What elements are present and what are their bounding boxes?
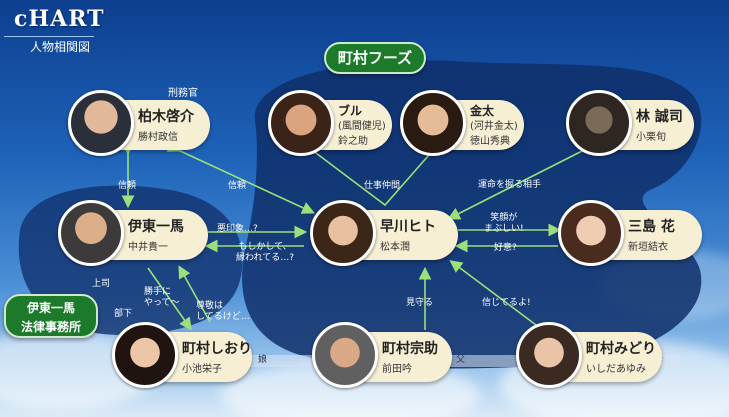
label-trust-2: 信頼	[228, 181, 247, 191]
label-selfish-2: やって〜	[144, 298, 180, 308]
arrow-midori-hayakawa	[449, 260, 541, 329]
label-believe: 信じてるよ!	[482, 298, 531, 308]
midori-photo	[516, 322, 582, 388]
shiori-actor: 小池栄子	[182, 364, 222, 375]
kashiwagi-actor: 勝村政信	[138, 132, 178, 143]
label-respect: 尊敬は してるけど…	[196, 301, 250, 323]
buru-name: ブル	[338, 104, 363, 118]
person-shiori[interactable]: 町村しおり 小池栄子	[112, 322, 252, 388]
office-label-line2: 法律事務所	[20, 320, 81, 334]
person-mishima[interactable]: 三島 花 新垣結衣	[558, 200, 702, 266]
mishima-name: 三島 花	[628, 219, 675, 235]
mishima-photo	[558, 200, 624, 266]
chart-subtitle: 人物相関図	[30, 40, 91, 54]
arrow-colleagues	[307, 146, 437, 207]
buru-name-sub: (風間健児)	[338, 121, 386, 132]
label-respect-2: してるけど…	[196, 312, 250, 322]
person-kashiwagi[interactable]: 柏木啓介 勝村政信	[68, 90, 210, 156]
person-sosuke[interactable]: 町村宗助 前田吟	[312, 322, 452, 388]
hayakawa-photo	[310, 200, 376, 266]
hayashi-photo	[566, 90, 632, 156]
hayakawa-name: 早川ヒト	[380, 219, 436, 235]
shiori-name: 町村しおり	[182, 341, 252, 357]
label-daughter: 娘	[258, 355, 268, 365]
label-smile-2: まぶしい!	[484, 224, 524, 234]
chart-title: cHART	[14, 6, 105, 32]
title-underline	[4, 36, 94, 37]
label-maybe: もしかして、 縁われてる…?	[236, 242, 294, 264]
person-midori[interactable]: 町村みどり いしだあゆみ	[516, 322, 662, 388]
label-bad-impression: 悪印象…?	[217, 224, 258, 234]
label-watch: 見守る	[406, 298, 434, 308]
ito-photo	[58, 200, 124, 266]
arrow-shiori-ito	[178, 265, 211, 323]
kinta-actor: 徳山秀典	[470, 136, 510, 147]
mishima-actor: 新垣結衣	[628, 242, 668, 253]
buru-photo	[268, 90, 334, 156]
label-fate: 運命を握る相手	[478, 180, 542, 190]
midori-name: 町村みどり	[586, 341, 656, 357]
hayashi-actor: 小栗旬	[636, 132, 666, 143]
label-subordinate: 部下	[114, 309, 133, 319]
kashiwagi-role: 刑務官	[168, 88, 198, 99]
hayashi-name: 林 誠司	[636, 109, 683, 125]
sosuke-photo	[312, 322, 378, 388]
hayakawa-actor: 松本潤	[380, 242, 410, 253]
label-colleagues: 仕事仲間	[364, 181, 401, 191]
label-selfish-1: 勝手に	[144, 287, 172, 297]
label-father: 父	[456, 355, 466, 365]
person-hayashi[interactable]: 林 誠司 小栗旬	[566, 90, 694, 156]
kinta-name: 金太	[470, 104, 495, 118]
label-smile: 笑顔が まぶしい!	[484, 213, 524, 235]
kashiwagi-name: 柏木啓介	[138, 109, 194, 125]
person-kinta[interactable]: 金太 (河井金太) 徳山秀典	[400, 90, 524, 156]
label-trust-1: 信頼	[118, 181, 137, 191]
person-buru[interactable]: ブル (風間健児) 鈴之助	[268, 90, 392, 156]
person-ito[interactable]: 伊東一馬 中井貴一	[58, 200, 208, 266]
label-boss: 上司	[92, 279, 111, 289]
label-maybe-2: 縁われてる…?	[236, 253, 295, 263]
label-crush: 好意?	[494, 243, 517, 253]
midori-actor: いしだあゆみ	[586, 364, 646, 375]
label-selfish: 勝手に やって〜	[144, 287, 180, 309]
label-smile-1: 笑顔が	[490, 213, 518, 223]
arrow-kashiwagi-hayakawa	[166, 140, 315, 214]
buru-actor: 鈴之助	[338, 136, 368, 147]
shiori-photo	[112, 322, 178, 388]
sosuke-actor: 前田吟	[382, 364, 412, 375]
fuzu-label: 町村フーズ	[324, 42, 426, 74]
label-maybe-1: もしかして、	[238, 242, 292, 252]
sosuke-name: 町村宗助	[382, 341, 438, 357]
kinta-photo	[400, 90, 466, 156]
arrow-ito-shiori	[147, 267, 192, 331]
label-respect-1: 尊敬は	[196, 301, 224, 311]
kinta-name-sub: (河井金太)	[470, 121, 518, 132]
ito-name: 伊東一馬	[128, 219, 184, 235]
ito-actor: 中井貴一	[128, 242, 168, 253]
arrow-hayashi-hayakawa	[447, 139, 596, 220]
person-hayakawa[interactable]: 早川ヒト 松本潤	[310, 200, 458, 266]
office-label-line1: 伊東一馬	[26, 301, 75, 315]
kashiwagi-photo	[68, 90, 134, 156]
office-label: 伊東一馬 法律事務所	[4, 294, 98, 338]
